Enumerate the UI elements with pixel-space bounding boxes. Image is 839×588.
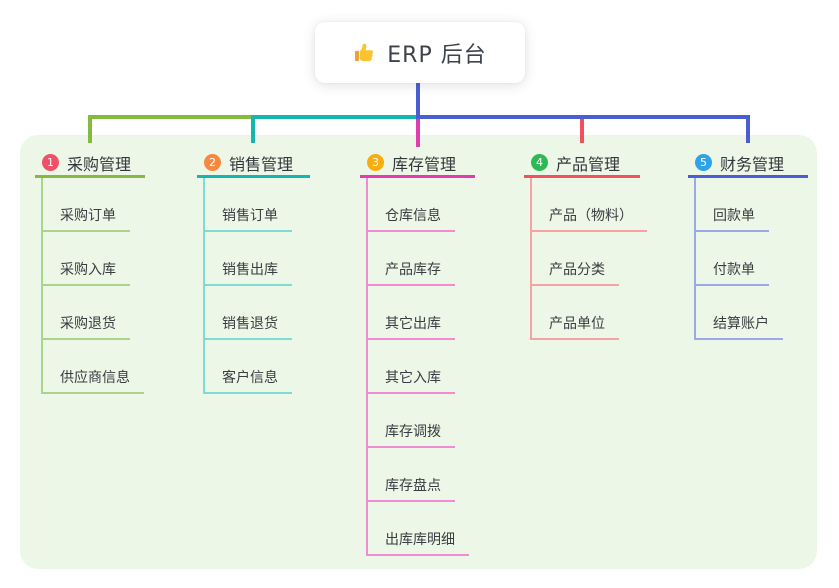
child-row: 采购退货 [43, 286, 144, 340]
child-row: 客户信息 [205, 340, 292, 394]
child-item[interactable]: 其它入库 [368, 367, 455, 394]
child-item[interactable]: 结算账户 [696, 313, 783, 340]
child-row: 仓库信息 [368, 178, 469, 232]
child-item[interactable]: 销售退货 [205, 313, 292, 340]
child-row: 销售出库 [205, 232, 292, 286]
child-row: 产品单位 [532, 286, 647, 340]
child-item[interactable]: 产品单位 [532, 313, 619, 340]
branch-label: 产品管理 [556, 154, 621, 174]
child-item[interactable]: 客户信息 [205, 367, 292, 394]
child-row: 回款单 [696, 178, 783, 232]
child-item[interactable]: 仓库信息 [368, 205, 455, 232]
root-title: ERP 后台 [387, 42, 487, 68]
child-item[interactable]: 付款单 [696, 259, 769, 286]
branch-column-2: 2 销售管理销售订单销售出库销售退货客户信息 [197, 135, 310, 394]
branch-number-badge: 1 [42, 154, 59, 171]
branches-panel: 1 采购管理采购订单采购入库采购退货供应商信息 2 销售管理销售订单销售出库销售退货客… [20, 135, 817, 569]
child-item[interactable]: 回款单 [696, 205, 769, 232]
child-item[interactable]: 供应商信息 [43, 367, 144, 394]
child-row: 销售退货 [205, 286, 292, 340]
branch-header-5[interactable]: 5 财务管理 [688, 150, 808, 178]
child-item[interactable]: 采购退货 [43, 313, 130, 340]
branch-children: 销售订单销售出库销售退货客户信息 [203, 178, 292, 394]
branch-label: 销售管理 [229, 154, 294, 174]
child-item[interactable]: 采购订单 [43, 205, 130, 232]
child-row: 供应商信息 [43, 340, 144, 394]
child-row: 销售订单 [205, 178, 292, 232]
child-row: 产品分类 [532, 232, 647, 286]
child-item[interactable]: 销售出库 [205, 259, 292, 286]
child-row: 结算账户 [696, 286, 783, 340]
child-row: 库存盘点 [368, 448, 469, 502]
branch-label: 采购管理 [67, 154, 132, 174]
branch-header-2[interactable]: 2 销售管理 [197, 150, 310, 178]
child-row: 库存调拨 [368, 394, 469, 448]
branch-column-3: 3 库存管理仓库信息产品库存其它出库其它入库库存调拨库存盘点出库库明细 [360, 135, 475, 556]
child-row: 产品库存 [368, 232, 469, 286]
branch-header-3[interactable]: 3 库存管理 [360, 150, 475, 178]
child-row: 出库库明细 [368, 502, 469, 556]
child-item[interactable]: 库存盘点 [368, 475, 455, 502]
branch-children: 回款单付款单结算账户 [694, 178, 783, 340]
child-item[interactable]: 产品分类 [532, 259, 619, 286]
branch-children: 采购订单采购入库采购退货供应商信息 [41, 178, 144, 394]
root-node[interactable]: ERP 后台 [315, 22, 525, 83]
child-item[interactable]: 其它出库 [368, 313, 455, 340]
child-row: 其它出库 [368, 286, 469, 340]
branch-children: 产品（物料） 产品分类产品单位 [530, 178, 647, 340]
child-row: 产品（物料） [532, 178, 647, 232]
child-item[interactable]: 销售订单 [205, 205, 292, 232]
child-row: 其它入库 [368, 340, 469, 394]
branch-label: 财务管理 [720, 154, 785, 174]
child-row: 采购订单 [43, 178, 144, 232]
child-item[interactable]: 采购入库 [43, 259, 130, 286]
child-row: 付款单 [696, 232, 783, 286]
branch-number-badge: 2 [204, 154, 221, 171]
branch-number-badge: 3 [367, 154, 384, 171]
child-item[interactable]: 出库库明细 [368, 529, 469, 556]
branch-header-4[interactable]: 4 产品管理 [524, 150, 640, 178]
branch-column-4: 4 产品管理产品（物料） 产品分类产品单位 [524, 135, 647, 340]
branch-number-badge: 5 [695, 154, 712, 171]
branch-column-5: 5 财务管理回款单付款单结算账户 [688, 135, 808, 340]
branch-children: 仓库信息产品库存其它出库其它入库库存调拨库存盘点出库库明细 [366, 178, 469, 556]
child-item[interactable]: 库存调拨 [368, 421, 455, 448]
branch-column-1: 1 采购管理采购订单采购入库采购退货供应商信息 [35, 135, 145, 394]
branch-header-1[interactable]: 1 采购管理 [35, 150, 145, 178]
branch-label: 库存管理 [392, 154, 457, 174]
thumbs-up-icon [353, 41, 376, 64]
child-item[interactable]: 产品库存 [368, 259, 455, 286]
child-row: 采购入库 [43, 232, 144, 286]
branch-number-badge: 4 [531, 154, 548, 171]
child-item[interactable]: 产品（物料） [532, 205, 647, 232]
